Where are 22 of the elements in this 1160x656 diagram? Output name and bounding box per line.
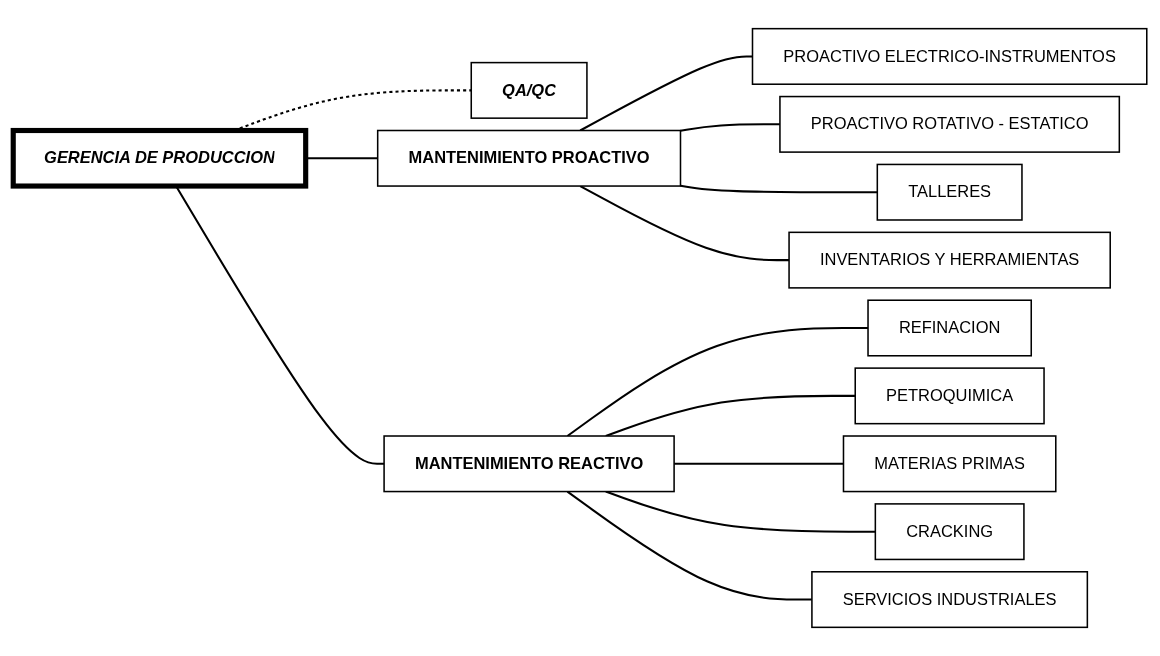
node-box: PETROQUIMICA: [854, 367, 1045, 425]
connector: [566, 326, 869, 437]
node-box: REFINACION: [867, 299, 1032, 357]
node-box: MANTENIMIENTO REACTIVO: [383, 435, 675, 493]
connector: [674, 462, 844, 465]
node-box: INVENTARIOS Y HERRAMIENTAS: [788, 231, 1111, 289]
connector: [680, 123, 780, 132]
node-box: SERVICIOS INDUSTRIALES: [811, 571, 1089, 629]
node-box: QA/QC: [470, 61, 588, 119]
connector: [605, 490, 876, 533]
node-box: GERENCIA DE PRODUCCION: [10, 127, 309, 189]
node-box: PROACTIVO ROTATIVO - ESTATICO: [779, 95, 1121, 153]
connector: [566, 490, 812, 601]
connector: [579, 185, 790, 262]
connector: [680, 184, 878, 194]
connector: [579, 55, 753, 132]
node-box: CRACKING: [874, 503, 1025, 561]
node-box: TALLERES: [876, 163, 1023, 221]
node-box: MANTENIMIENTO PROACTIVO: [376, 129, 682, 187]
node-box: MATERIAS PRIMAS: [842, 435, 1057, 493]
node-box: PROACTIVO ELECTRICO-INSTRUMENTOS: [751, 27, 1148, 85]
connector: [605, 394, 856, 437]
